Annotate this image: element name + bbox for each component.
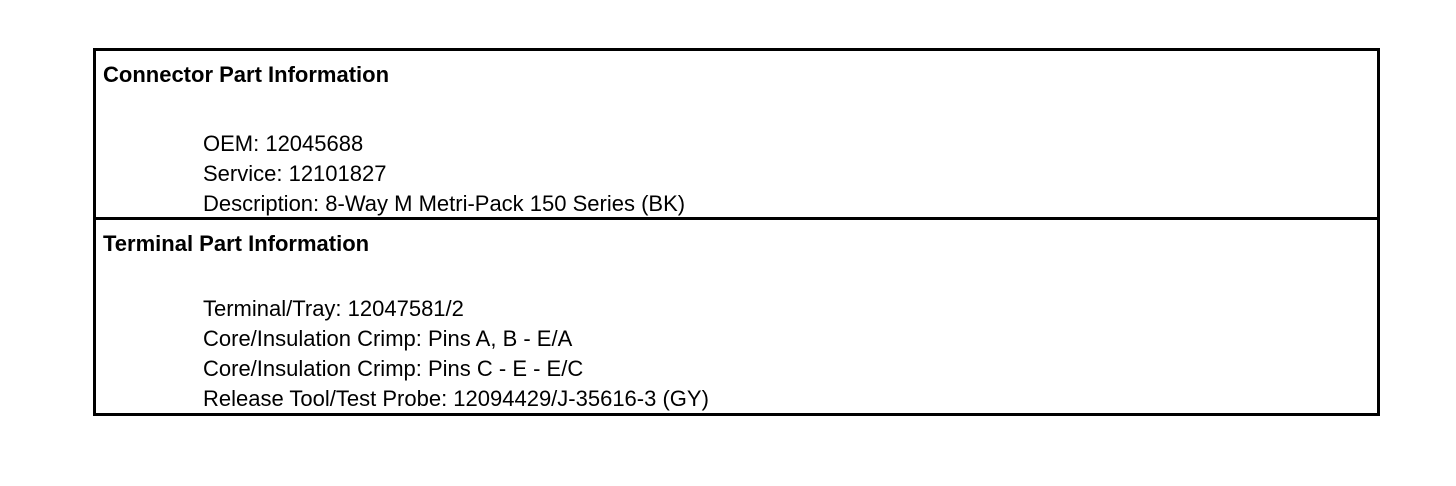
terminal-part-section: Terminal Part Information Terminal/Tray:… bbox=[96, 217, 1377, 413]
terminal-section-title: Terminal Part Information bbox=[103, 231, 370, 256]
crimp-pins-ab-line: Core/Insulation Crimp: Pins A, B - E/A bbox=[203, 326, 573, 351]
part-information-table: Connector Part Information OEM: 12045688… bbox=[93, 48, 1380, 416]
connector-section-title: Connector Part Information bbox=[103, 62, 390, 87]
crimp-pins-ce-line: Core/Insulation Crimp: Pins C - E - E/C bbox=[203, 356, 584, 381]
connector-description-line: Description: 8-Way M Metri-Pack 150 Seri… bbox=[203, 191, 686, 216]
connector-oem-line: OEM: 12045688 bbox=[203, 131, 364, 156]
release-tool-line: Release Tool/Test Probe: 12094429/J-3561… bbox=[203, 386, 709, 411]
connector-part-section: Connector Part Information OEM: 12045688… bbox=[96, 51, 1377, 217]
connector-service-line: Service: 12101827 bbox=[203, 161, 387, 186]
terminal-tray-line: Terminal/Tray: 12047581/2 bbox=[203, 296, 464, 321]
terminal-detail-list: Terminal/Tray: 12047581/2 Core/Insulatio… bbox=[203, 294, 709, 414]
connector-detail-list: OEM: 12045688 Service: 12101827 Descript… bbox=[203, 129, 685, 219]
